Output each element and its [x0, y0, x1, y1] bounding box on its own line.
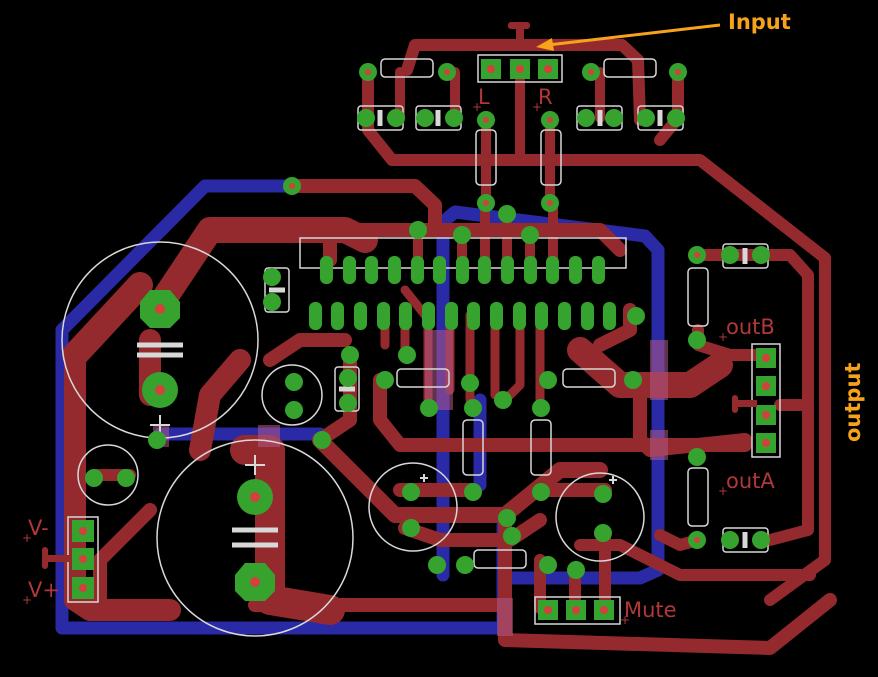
svg-text:+: + [620, 613, 630, 627]
svg-text:+: + [532, 100, 542, 114]
ic-pads-bottom [309, 302, 616, 330]
svg-text:+: + [472, 100, 482, 114]
svg-text:+: + [22, 593, 32, 607]
label-r: R [538, 85, 553, 109]
label-mute: Mute [624, 598, 677, 622]
svg-text:+: + [718, 330, 728, 344]
svg-text:+: + [22, 531, 32, 545]
svg-text:+: + [718, 484, 728, 498]
label-l: L [478, 85, 490, 109]
round-pads [85, 63, 770, 579]
ic-pads-top [320, 256, 605, 284]
plus-markers: + + + + + + + [22, 100, 728, 627]
label-v-minus: V- [28, 516, 49, 540]
input-annotation: Input [728, 10, 791, 34]
output-annotation: output [841, 363, 865, 442]
pads [72, 59, 776, 620]
connector-stubs [42, 22, 757, 569]
copper-overlaps [153, 330, 668, 636]
silkscreen-marks [137, 110, 748, 548]
label-outb: outB [726, 315, 775, 339]
pad-drills [79, 65, 770, 614]
label-v-plus: V+ [28, 578, 60, 602]
label-outa: outA [726, 469, 775, 493]
input-arrow [536, 23, 721, 51]
